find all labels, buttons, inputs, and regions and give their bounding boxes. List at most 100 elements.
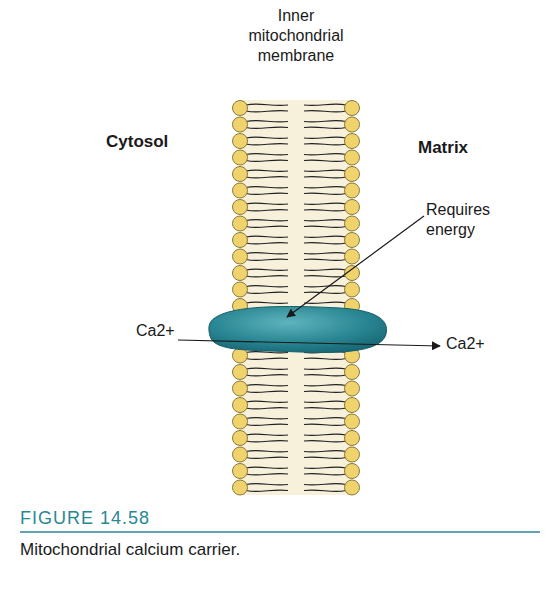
lipid-head: [345, 464, 360, 479]
lipid-head: [345, 249, 360, 264]
lipid-head: [233, 431, 248, 446]
lipid-tail: [304, 187, 346, 188]
lipid-head: [345, 381, 360, 396]
caption-rule: [20, 531, 540, 533]
lipid-tail: [246, 441, 288, 442]
lipid-tail: [246, 220, 288, 221]
lipid-tail: [246, 375, 288, 376]
lipid-tail: [304, 236, 346, 237]
ion-label: Ca2+: [446, 334, 485, 353]
calcium-carrier-protein: [209, 306, 387, 352]
lipid-tail: [304, 385, 346, 386]
lipid-tail: [246, 236, 288, 237]
lipid-tail: [246, 368, 288, 369]
lipid-tail: [304, 226, 346, 227]
lipid-tail: [246, 408, 288, 409]
lipid-tail: [246, 401, 288, 402]
lipid-tail: [246, 490, 288, 491]
lipid-head: [233, 150, 248, 165]
lipid-tail: [304, 137, 346, 138]
lipid-tail: [304, 418, 346, 419]
lipid-head: [233, 266, 248, 281]
lipid-tail: [304, 368, 346, 369]
lipid-tail: [304, 391, 346, 392]
figure-caption: Mitochondrial calcium carrier.: [20, 540, 240, 559]
lipid-head: [345, 431, 360, 446]
lipid-head: [233, 365, 248, 380]
lipid-head: [233, 381, 248, 396]
lipid-head: [345, 183, 360, 198]
lipid-tail: [246, 467, 288, 468]
membrane-label: Inner mitochondrial membrane: [236, 6, 356, 66]
lipid-head: [345, 200, 360, 215]
lipid-tail: [304, 451, 346, 452]
lipid-tail: [304, 484, 346, 485]
lipid-head: [233, 447, 248, 462]
lipid-tail: [304, 375, 346, 376]
note-label: Requires energy: [426, 200, 516, 240]
lipid-head: [345, 447, 360, 462]
lipid-tail: [304, 269, 346, 270]
lipid-head: [233, 249, 248, 264]
lipid-tail: [246, 170, 288, 171]
lipid-tail: [246, 226, 288, 227]
lipid-head: [345, 117, 360, 132]
lipid-tail: [304, 210, 346, 211]
lipid-tail: [304, 160, 346, 161]
transport-arrow: [178, 340, 440, 346]
lipid-tail: [304, 170, 346, 171]
lipid-tail: [246, 286, 288, 287]
lipid-tail: [304, 203, 346, 204]
lipid-head: [345, 101, 360, 116]
lipid-tail: [246, 177, 288, 178]
lipid-head: [233, 282, 248, 297]
lipid-tail: [304, 177, 346, 178]
lipid-head: [233, 233, 248, 248]
lipid-head: [345, 233, 360, 248]
lipid-head: [345, 167, 360, 182]
lipid-head: [345, 134, 360, 149]
lipid-tail: [246, 104, 288, 105]
lipid-head: [233, 183, 248, 198]
lipid-tail: [246, 144, 288, 145]
lipid-tail: [246, 203, 288, 204]
lipid-tail: [246, 111, 288, 112]
lipid-tail: [304, 121, 346, 122]
lipid-tail: [246, 193, 288, 194]
lipid-tail: [246, 127, 288, 128]
region-label: Cytosol: [106, 132, 168, 151]
lipid-tail: [246, 302, 288, 303]
lipid-head: [345, 414, 360, 429]
lipid-tail: [246, 391, 288, 392]
lipid-head: [233, 117, 248, 132]
region-label: Matrix: [418, 138, 468, 157]
lipid-tail: [304, 424, 346, 425]
lipid-tail: [304, 490, 346, 491]
lipid-tail: [246, 253, 288, 254]
lipid-tail: [304, 276, 346, 277]
lipid-tail: [304, 474, 346, 475]
lipid-tail: [304, 286, 346, 287]
leader-arrow: [287, 216, 424, 317]
lipid-tail: [304, 104, 346, 105]
lipid-tail: [246, 243, 288, 244]
lipid-tail: [246, 451, 288, 452]
lipid-tail: [246, 418, 288, 419]
lipid-tail: [304, 358, 346, 359]
lipid-tail: [304, 401, 346, 402]
lipid-tail: [246, 434, 288, 435]
lipid-head: [233, 134, 248, 149]
lipid-tail: [246, 154, 288, 155]
lipid-tail: [304, 220, 346, 221]
lipid-head: [233, 398, 248, 413]
lipid-tail: [246, 210, 288, 211]
lipid-tail: [246, 474, 288, 475]
lipid-tail: [246, 457, 288, 458]
lipid-tail: [246, 292, 288, 293]
lipid-head: [233, 480, 248, 495]
lipid-tail: [304, 193, 346, 194]
lipid-tail: [246, 259, 288, 260]
lipid-tail: [304, 441, 346, 442]
lipid-head: [345, 150, 360, 165]
lipid-tail: [304, 253, 346, 254]
